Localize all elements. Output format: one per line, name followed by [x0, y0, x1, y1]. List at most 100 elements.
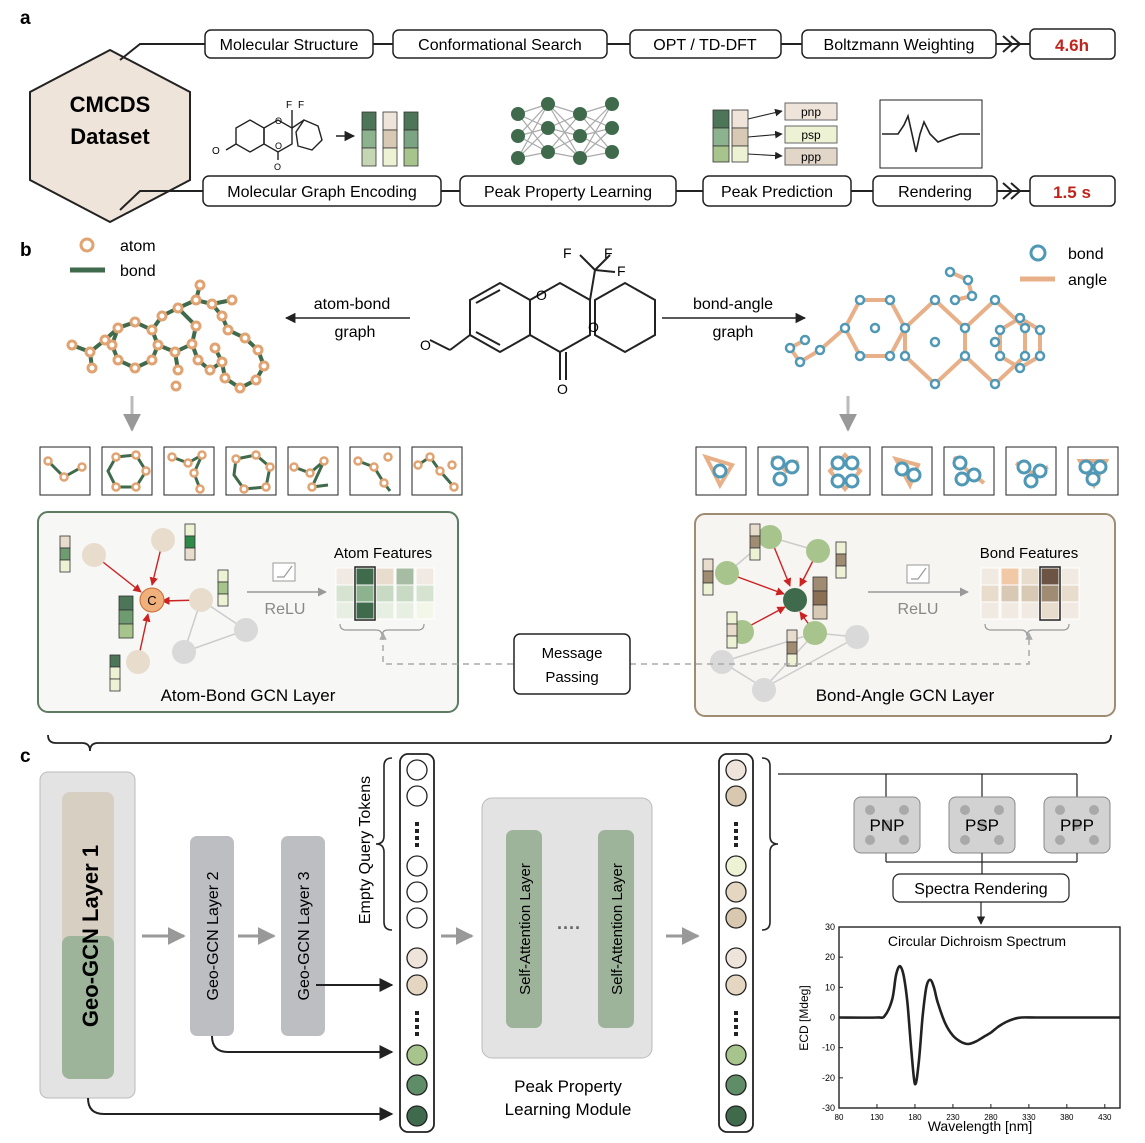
- y-tick-label: -10: [822, 1043, 835, 1053]
- legend-bond-label: bond: [120, 263, 156, 280]
- top-step-2-label: Conformational Search: [418, 37, 582, 54]
- panel-a-molecule-f1: F: [286, 100, 292, 111]
- panel-a-molecule-o4: O: [274, 162, 281, 172]
- x-tick-label: 80: [835, 1113, 844, 1122]
- message-passing-line1: Message: [542, 645, 603, 662]
- geo-gcn-layer-3-label: Geo-GCN Layer 3: [296, 871, 313, 1000]
- legend-atom-icon: [79, 237, 95, 253]
- dataset-title-line1: CMCDS: [70, 92, 151, 117]
- center-molecule-f1: F: [563, 245, 572, 261]
- atom-bond-layer-title: Atom-Bond GCN Layer: [161, 686, 336, 705]
- relu-icon-right: [906, 564, 930, 584]
- bond-angle-layer-title: Bond-Angle GCN Layer: [816, 686, 995, 705]
- head-pnp-label: PNP: [870, 816, 905, 835]
- bottom-step-1: Molecular Graph Encoding: [202, 175, 442, 207]
- top-time-value: 4.6h: [1055, 36, 1089, 55]
- atom-bond-arrow-label2: graph: [335, 324, 376, 341]
- dataset-hexagon: CMCDS Dataset: [29, 48, 191, 224]
- relu-icon-left: [272, 562, 296, 582]
- x-tick-label: 230: [946, 1113, 960, 1122]
- y-tick-label: 0: [830, 1013, 835, 1023]
- center-molecule-f2: F: [604, 245, 613, 261]
- spectra-rendering-box: Spectra Rendering: [892, 873, 1070, 903]
- message-passing-line2: Passing: [545, 669, 598, 686]
- x-tick-label: 380: [1060, 1113, 1074, 1122]
- atom-features-title: Atom Features: [334, 545, 432, 562]
- peak-tag-psp: psp: [784, 125, 838, 144]
- center-molecule-o3: O: [420, 337, 431, 353]
- y-tick-label: 30: [825, 922, 835, 932]
- top-step-1-label: Molecular Structure: [220, 37, 359, 54]
- bond-angle-graph: [784, 266, 1046, 390]
- geo-gcn-layer-2-label: Geo-GCN Layer 2: [205, 871, 222, 1000]
- center-molecule-o1: O: [536, 287, 547, 303]
- bottom-step-2: Peak Property Learning: [459, 175, 677, 207]
- legend-atom-bond: atom bond: [70, 237, 156, 280]
- geo-gcn-layer-1-label: Geo-GCN Layer 1: [78, 845, 103, 1027]
- bottom-step-1-label: Molecular Graph Encoding: [227, 184, 416, 201]
- peak-tag-arrows: [747, 108, 783, 160]
- y-tick-label: 20: [825, 952, 835, 962]
- geo-gcn-layer-2-block: Geo-GCN Layer 2: [190, 836, 234, 1036]
- panel-a-molecule-o2: O: [275, 116, 282, 126]
- y-tick-label: -20: [822, 1073, 835, 1083]
- query-tokens-brace: [375, 757, 393, 931]
- module-caption-line2: Learning Module: [505, 1100, 632, 1119]
- center-molecule: [429, 254, 656, 380]
- panel-a-molecule-o1: O: [212, 146, 220, 157]
- bottom-step-4-label: Rendering: [898, 184, 972, 201]
- bottom-step-3-label: Peak Prediction: [721, 184, 833, 201]
- panel-a-feature-bars: [361, 111, 419, 167]
- legend-atom-label: atom: [120, 238, 156, 255]
- layer-output-arrows: [87, 978, 394, 1121]
- input-token-column: [399, 753, 435, 1133]
- atom-bond-gcn-layer: C ReLU Atom Features Atom-Bond GCN Layer: [37, 511, 459, 713]
- peak-prediction-bars: [712, 109, 749, 163]
- relu-label-right: ReLU: [898, 601, 939, 618]
- atom-bond-graph: [66, 279, 270, 394]
- self-attention-2-label: Self-Attention Layer: [609, 863, 626, 995]
- top-step-3-label: OPT / TD-DFT: [653, 37, 757, 54]
- mini-spectrum-plot: [879, 99, 983, 169]
- peak-tag-ppp: ppp: [784, 147, 838, 166]
- panel-b-letter: b: [20, 240, 32, 261]
- top-double-chevron-icon: [1002, 35, 1022, 53]
- bottom-time-badge: 1.5 s: [1029, 175, 1116, 207]
- module-caption-line1: Peak Property: [514, 1077, 622, 1096]
- bottom-time-value: 1.5 s: [1053, 183, 1091, 202]
- head-psp: PSP: [948, 796, 1016, 854]
- legend-bond-node-icon: [1029, 244, 1047, 262]
- bond-subgraph-thumbnails: [695, 446, 1119, 496]
- chart-xlabel: Wavelength [nm]: [928, 1118, 1033, 1134]
- atom-features-matrix: [335, 566, 435, 621]
- legend-right-bond-label: bond: [1068, 246, 1104, 263]
- cd-series-line: [838, 964, 1120, 1086]
- head-ppp: PPP: [1043, 796, 1111, 854]
- legend-angle-label: angle: [1068, 272, 1107, 289]
- atom-subgraph-thumbnails: [39, 446, 463, 496]
- bottom-double-chevron-icon: [1002, 182, 1022, 200]
- center-molecule-o2: O: [588, 319, 599, 335]
- message-passing-box: Message Passing: [513, 633, 631, 695]
- peak-tag-pnp-label: pnp: [801, 105, 821, 119]
- dataset-title-line2: Dataset: [70, 124, 150, 149]
- atom-bond-graph-arrow: atom-bond graph: [284, 296, 410, 341]
- x-tick-label: 430: [1098, 1113, 1112, 1122]
- self-attention-1-label: Self-Attention Layer: [517, 863, 534, 995]
- heads-connector-drops: [885, 774, 1078, 797]
- heads-merge: [885, 853, 1078, 875]
- panel-c-letter: c: [20, 746, 31, 767]
- bottom-step-2-label: Peak Property Learning: [484, 184, 652, 201]
- head-ppp-label: PPP: [1060, 816, 1094, 835]
- bond-features-matrix: [980, 566, 1080, 621]
- geo-gcn-layer-1-block: Geo-GCN Layer 1: [39, 771, 136, 1099]
- output-brace: [761, 757, 779, 931]
- bond-angle-arrow-label1: bond-angle: [693, 296, 773, 313]
- bond-angle-gcn-layer: ReLU Bond Features Bond-Angle GCN Layer: [694, 513, 1116, 717]
- x-tick-label: 130: [870, 1113, 884, 1122]
- legend-bond-angle: bond angle: [1020, 244, 1107, 289]
- spectra-rendering-label: Spectra Rendering: [914, 881, 1047, 898]
- x-tick-label: 330: [1022, 1113, 1036, 1122]
